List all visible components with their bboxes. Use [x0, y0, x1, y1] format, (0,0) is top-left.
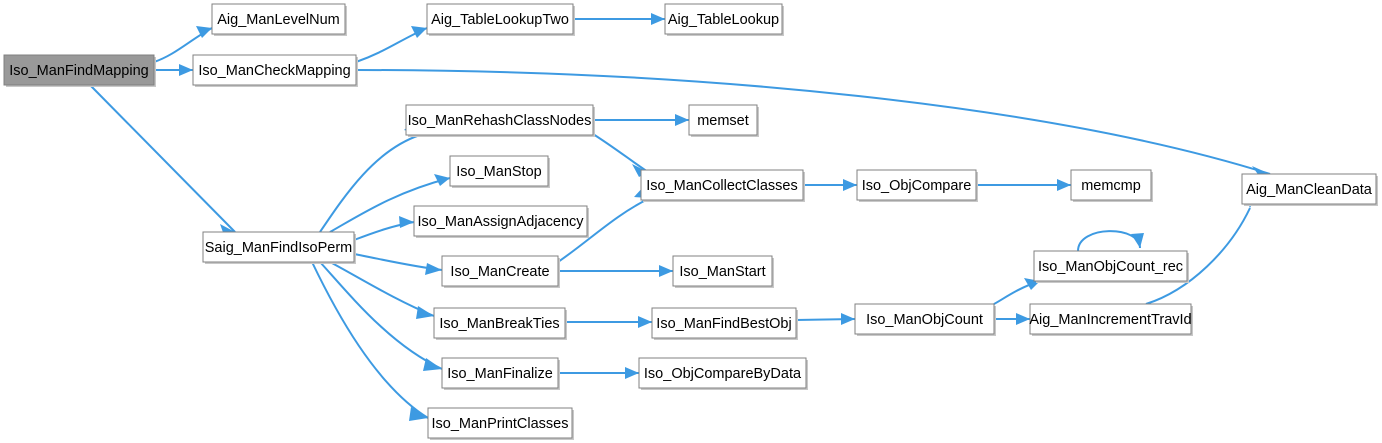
- node-box[interactable]: [202, 231, 355, 263]
- call-edge: [311, 261, 429, 419]
- arrowhead-icon: [179, 64, 193, 76]
- node-box[interactable]: [638, 357, 807, 389]
- arrowhead-icon: [1131, 233, 1144, 248]
- function-node-iso_manstart[interactable]: Iso_ManStart: [672, 255, 774, 288]
- call-edge: [592, 133, 649, 173]
- function-node-memset[interactable]: memset: [688, 104, 759, 137]
- function-node-iso_manfindmapping[interactable]: Iso_ManFindMapping: [3, 54, 156, 87]
- function-node-iso_mancheckmapping[interactable]: Iso_ManCheckMapping: [192, 54, 358, 87]
- function-node-iso_manstop[interactable]: Iso_ManStop: [449, 155, 550, 188]
- arrowhead-icon: [675, 114, 689, 126]
- call-edge: [319, 134, 421, 233]
- function-node-aig_manlevelnum[interactable]: Aig_ManLevelNum: [211, 3, 347, 36]
- function-node-aig_tablelookup[interactable]: Aig_TableLookup: [664, 3, 784, 36]
- node-box[interactable]: [664, 3, 783, 35]
- arrowhead-icon: [843, 179, 857, 191]
- node-box[interactable]: [651, 307, 797, 339]
- node-box[interactable]: [192, 54, 357, 86]
- function-node-iso_manobjcount[interactable]: Iso_ManObjCount: [854, 303, 996, 336]
- node-box[interactable]: [688, 104, 758, 136]
- node-box[interactable]: [211, 3, 346, 35]
- function-node-iso_objcomparebydata[interactable]: Iso_ObjCompareByData: [638, 357, 808, 390]
- function-node-iso_manfinalize[interactable]: Iso_ManFinalize: [441, 357, 560, 390]
- arrowhead-icon: [409, 407, 428, 421]
- node-box[interactable]: [1241, 173, 1377, 205]
- arrowhead-icon: [416, 306, 434, 319]
- call-edge: [329, 177, 451, 233]
- node-box[interactable]: [449, 155, 549, 187]
- arrowhead-icon: [411, 26, 427, 38]
- function-node-iso_manrehashclassnodes[interactable]: Iso_ManRehashClassNodes: [405, 104, 595, 137]
- arrowhead-icon: [625, 367, 639, 379]
- function-node-iso_manfindbestobj[interactable]: Iso_ManFindBestObj: [651, 307, 798, 340]
- arrowhead-icon: [659, 265, 673, 277]
- function-node-iso_manbreakties[interactable]: Iso_ManBreakTies: [433, 307, 567, 340]
- node-box[interactable]: [426, 3, 574, 35]
- node-box[interactable]: [640, 169, 804, 201]
- node-box[interactable]: [854, 303, 995, 335]
- node-box[interactable]: [433, 307, 566, 339]
- node-box[interactable]: [1033, 250, 1188, 282]
- arrowhead-icon: [423, 358, 442, 371]
- function-node-saig_manfindisoperm[interactable]: Saig_ManFindIsoPerm: [202, 231, 356, 264]
- node-box[interactable]: [441, 255, 559, 287]
- node-box[interactable]: [413, 205, 588, 237]
- node-box[interactable]: [3, 54, 155, 86]
- function-node-iso_manprintclasses[interactable]: Iso_ManPrintClasses: [427, 407, 574, 440]
- arrowhead-icon: [1016, 313, 1030, 325]
- node-box[interactable]: [856, 169, 977, 201]
- arrowhead-icon: [841, 313, 855, 325]
- function-node-aig_tablelookuptwo[interactable]: Aig_TableLookupTwo: [426, 3, 575, 36]
- node-box[interactable]: [1070, 169, 1152, 201]
- node-box[interactable]: [1029, 303, 1192, 335]
- function-node-iso_manassignadjacency[interactable]: Iso_ManAssignAdjacency: [413, 205, 589, 238]
- call-edge: [557, 197, 651, 263]
- nodes-layer: Iso_ManFindMapping Aig_ManLevelNumIso_Man…: [3, 3, 1378, 440]
- call-edge: [319, 261, 443, 370]
- node-box[interactable]: [441, 357, 559, 389]
- arrowhead-icon: [196, 26, 212, 38]
- function-node-aig_mancleandata[interactable]: Aig_ManCleanData: [1241, 173, 1378, 206]
- function-node-aig_manincrementtravid[interactable]: Aig_ManIncrementTravId: [1029, 303, 1193, 336]
- function-node-iso_mancollectclasses[interactable]: Iso_ManCollectClasses: [640, 169, 805, 202]
- call-edge-hit[interactable]: [1078, 231, 1140, 251]
- arrowhead-icon: [434, 174, 450, 186]
- function-node-iso_mancreate[interactable]: Iso_ManCreate: [441, 255, 560, 288]
- function-node-iso_objcompare[interactable]: Iso_ObjCompare: [856, 169, 978, 202]
- arrowhead-icon: [651, 13, 665, 25]
- node-box[interactable]: [672, 255, 773, 287]
- call-edge: [1145, 207, 1251, 305]
- call-edge-hit[interactable]: [320, 135, 420, 232]
- arrowhead-icon: [638, 316, 652, 328]
- arrowhead-icon: [1057, 179, 1071, 191]
- arrowhead-icon: [425, 263, 442, 275]
- call-edge: [89, 84, 236, 233]
- call-edge: [355, 69, 1271, 175]
- arrowhead-icon: [399, 216, 414, 228]
- node-box[interactable]: [405, 104, 594, 136]
- function-node-iso_manobjcount_rec[interactable]: Iso_ManObjCount_rec: [1033, 250, 1189, 283]
- node-box[interactable]: [427, 407, 573, 439]
- function-node-memcmp[interactable]: memcmp: [1070, 169, 1153, 202]
